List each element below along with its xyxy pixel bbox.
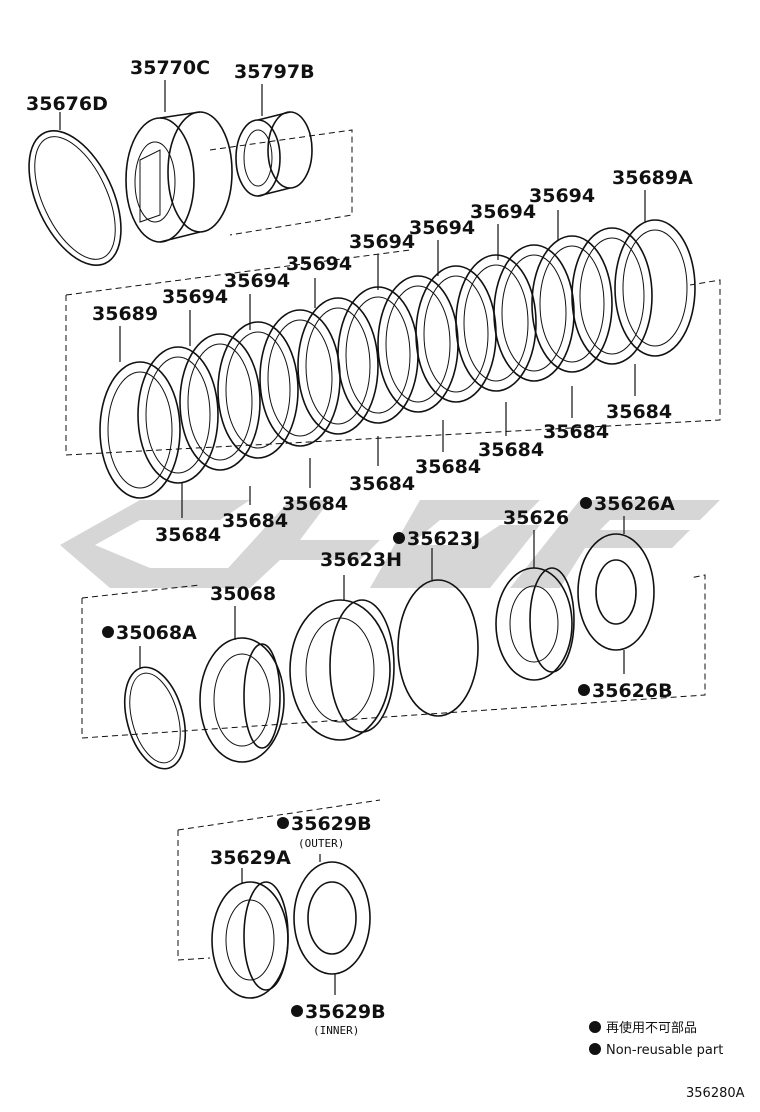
- legend: 再使用不可部品 Non-reusable part: [589, 1020, 723, 1058]
- label-35689A: 35689A: [612, 167, 693, 189]
- label-35626: 35626: [503, 507, 569, 529]
- non-reusable-dot-35626B: [578, 684, 590, 696]
- legend-dot-en: [589, 1043, 601, 1055]
- washer-35629B: [293, 861, 371, 975]
- label-35694-5: 35694: [409, 217, 475, 239]
- legend-en: Non-reusable part: [606, 1043, 723, 1058]
- washer-35626A-35626B: [577, 533, 655, 651]
- group-box-top: [209, 129, 353, 236]
- clutch-pack: [99, 219, 696, 499]
- label-35694-3: 35694: [286, 253, 352, 275]
- o-ring-35623J: [397, 579, 479, 717]
- label-35684-5: 35684: [415, 456, 481, 478]
- label-35689: 35689: [92, 303, 158, 325]
- label-35629A: 35629A: [210, 847, 291, 869]
- label-35068: 35068: [210, 583, 276, 605]
- label-35629B-inner: 35629B: [305, 1001, 386, 1023]
- leader-lines: [59, 80, 646, 995]
- label-35694-2: 35694: [224, 270, 290, 292]
- diagram-code: 356280A: [686, 1086, 745, 1101]
- non-reusable-dot-35629B-inner: [291, 1005, 303, 1017]
- label-35623H: 35623H: [320, 549, 402, 571]
- clutch-drum-35770C: [125, 111, 233, 243]
- label-35694-6: 35694: [470, 201, 536, 223]
- sleeve-35797B: [235, 111, 313, 197]
- retainer-35068: [199, 637, 285, 763]
- snap-ring-35676D: [28, 129, 122, 267]
- label-35068A: 35068A: [116, 622, 197, 644]
- label-35626B: 35626B: [592, 680, 673, 702]
- group-box-piston: [81, 574, 706, 739]
- label-35626A: 35626A: [594, 493, 675, 515]
- legend-jp: 再使用不可部品: [606, 1020, 697, 1036]
- label-35770C: 35770C: [130, 57, 210, 79]
- snap-ring-35068A: [123, 666, 187, 770]
- label-35694-7: 35694: [529, 185, 595, 207]
- label-35684-3: 35684: [282, 493, 348, 515]
- label-35694-1: 35694: [162, 286, 228, 308]
- non-reusable-dot-35623J: [393, 532, 405, 544]
- label-35797B: 35797B: [234, 61, 315, 83]
- label-35629B-inner-sub: (INNER): [313, 1024, 359, 1037]
- group-box-clutch: [65, 249, 721, 456]
- piston-35623H: [289, 599, 395, 741]
- label-35684-7: 35684: [543, 421, 609, 443]
- group-box-bottom: [177, 799, 381, 961]
- label-35629B-outer-sub: (OUTER): [298, 837, 344, 850]
- label-35684-1: 35684: [155, 524, 221, 546]
- label-35623J: 35623J: [407, 528, 480, 550]
- legend-dot-jp: [589, 1021, 601, 1033]
- label-35629B-outer: 35629B: [291, 813, 372, 835]
- non-reusable-dot-35629B-outer: [277, 817, 289, 829]
- label-35684-4: 35684: [349, 473, 415, 495]
- non-reusable-dot-35626A: [580, 497, 592, 509]
- seal-35629A: [211, 881, 289, 999]
- label-35684-2: 35684: [222, 510, 288, 532]
- label-35694-4: 35694: [349, 231, 415, 253]
- seal-35626: [495, 567, 575, 681]
- watermark-logo: [60, 500, 720, 588]
- non-reusable-dot-35068A: [102, 626, 114, 638]
- label-35676D: 35676D: [26, 93, 108, 115]
- label-35684-8: 35684: [606, 401, 672, 423]
- label-35684-6: 35684: [478, 439, 544, 461]
